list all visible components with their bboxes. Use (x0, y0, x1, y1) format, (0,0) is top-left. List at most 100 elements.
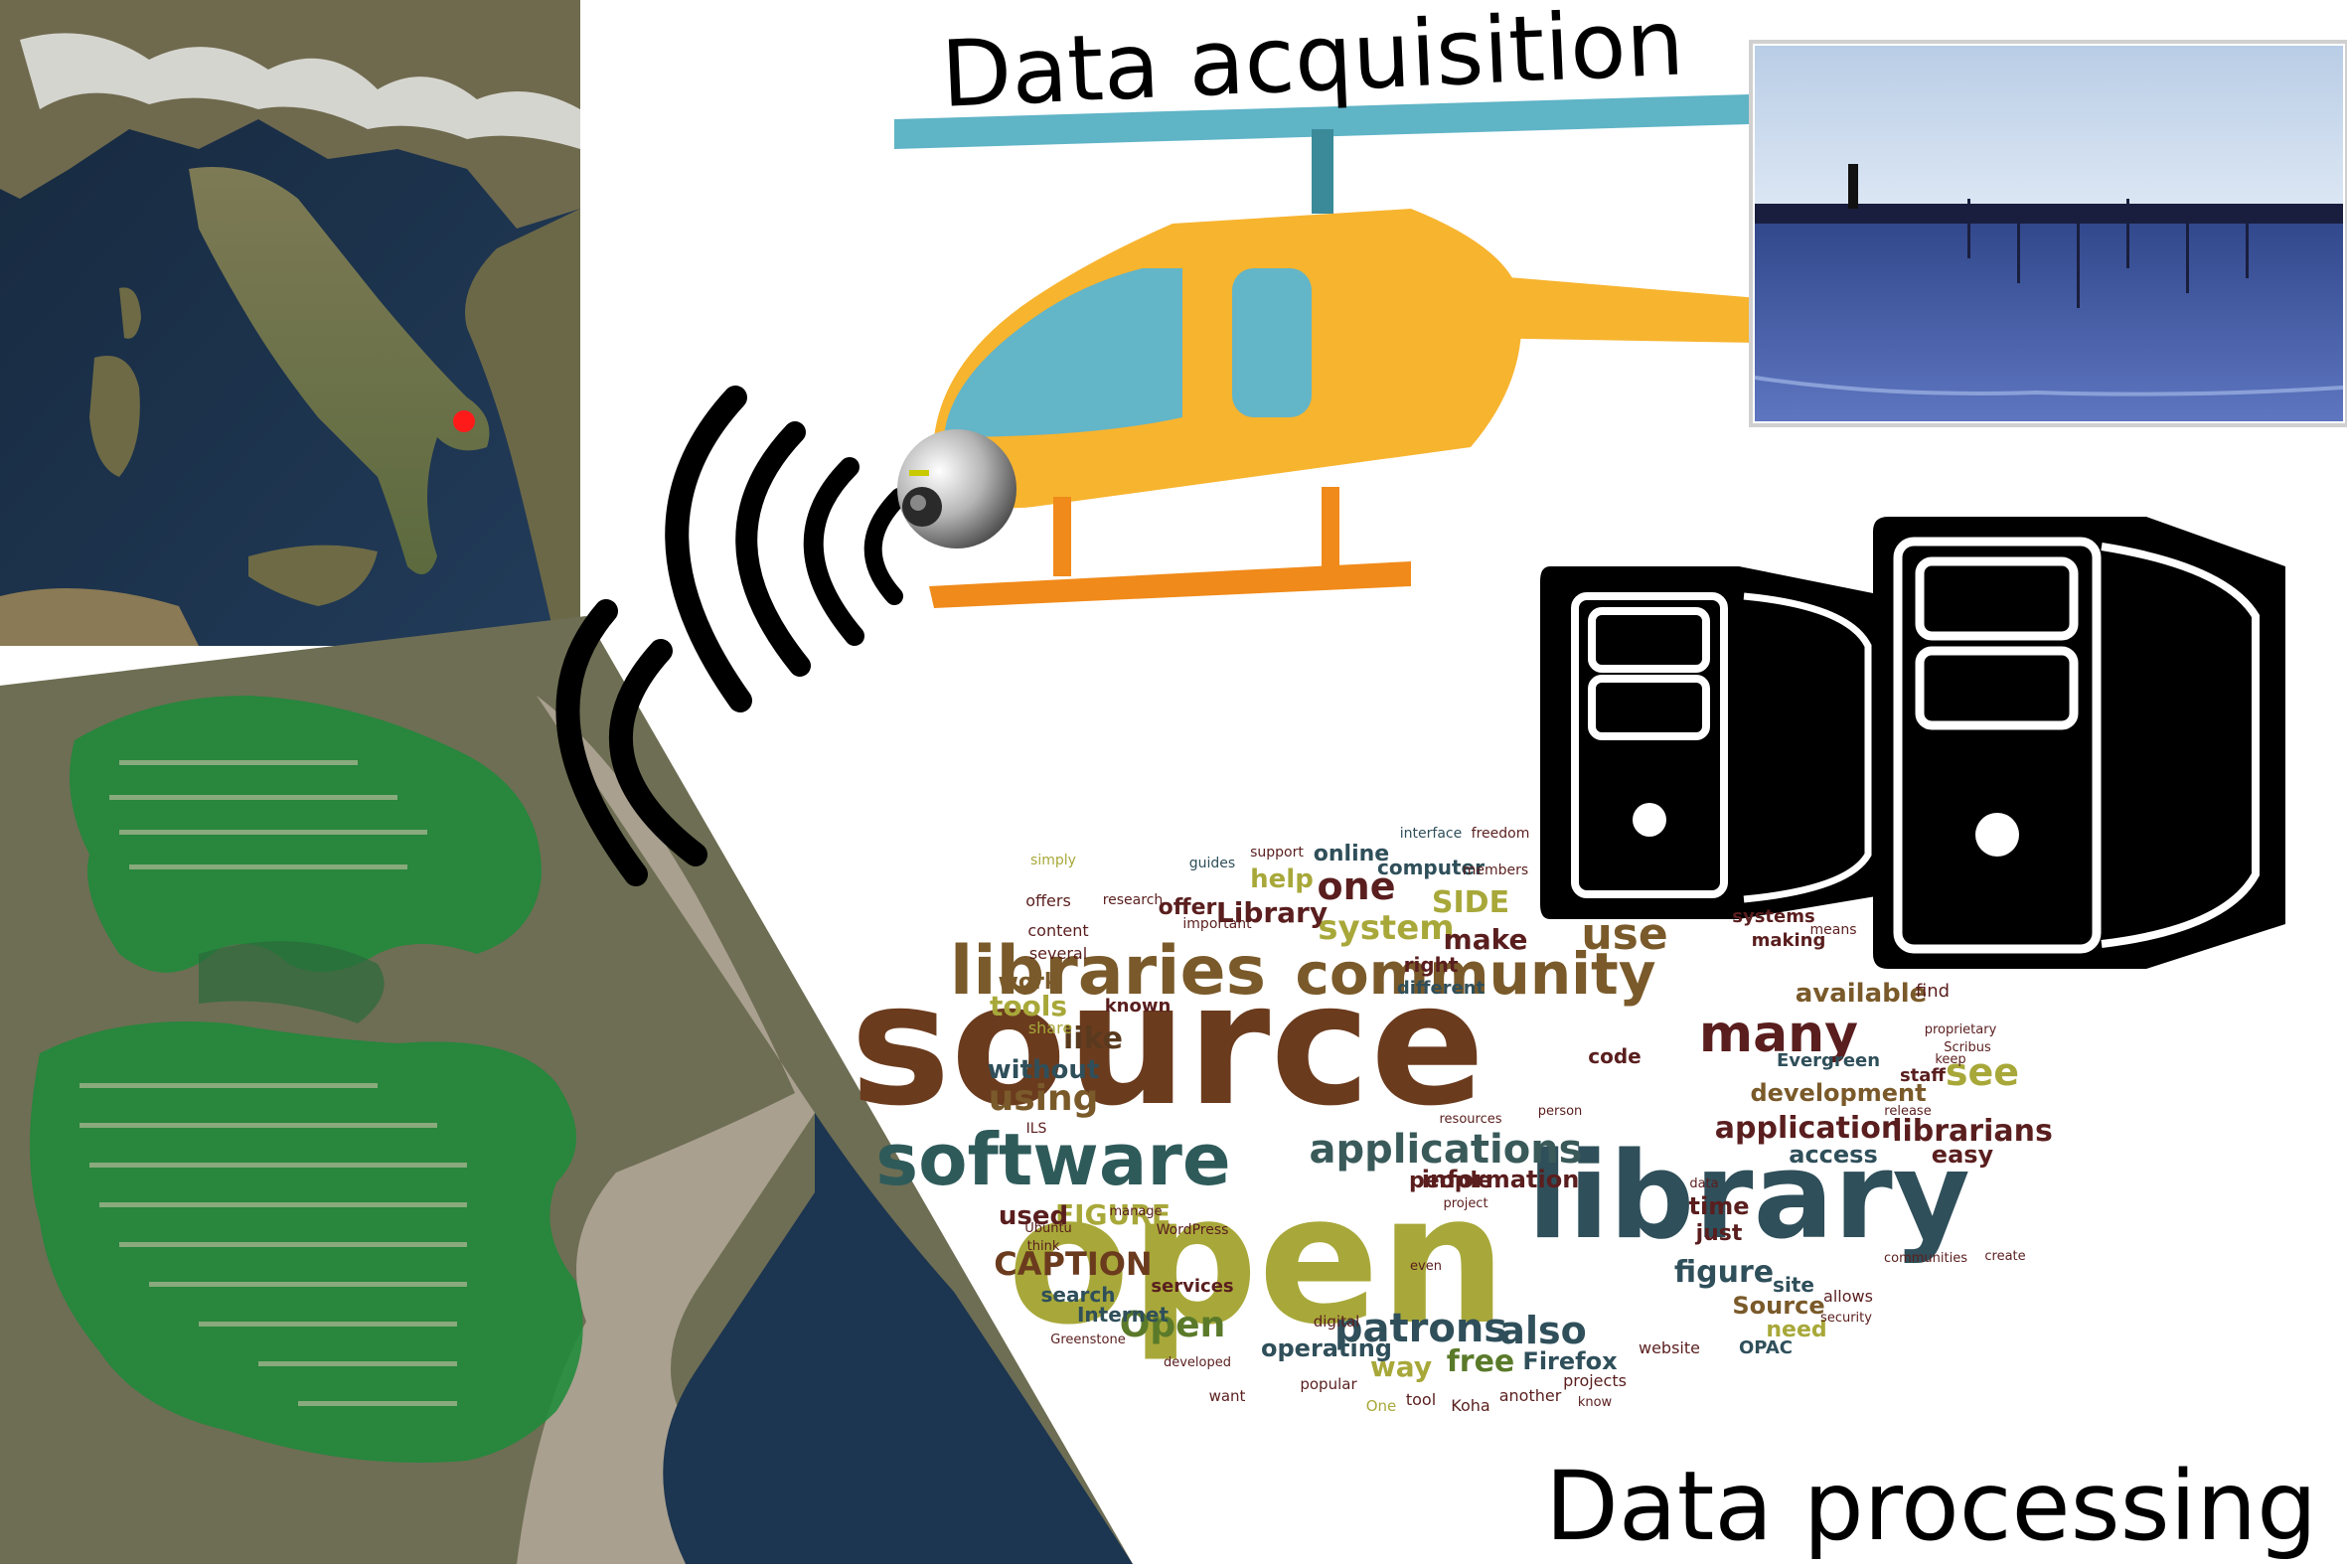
word-cloud-word: person (1538, 1104, 1583, 1119)
word-cloud-word: time (1689, 1192, 1750, 1220)
sardinia (89, 356, 140, 477)
word-cloud-word: applications (1310, 1127, 1583, 1173)
lagoon-channel (199, 941, 385, 1023)
word-cloud-word: content (1027, 921, 1088, 940)
word-cloud-word: interface (1400, 826, 1462, 842)
word-cloud-word: ILS (1026, 1121, 1047, 1137)
sat-sea (663, 1113, 1133, 1564)
word-cloud-word: people (1409, 1169, 1492, 1193)
word-cloud-word: create (1984, 1249, 2025, 1264)
word-cloud-word: community (1295, 940, 1655, 1008)
corsica (119, 287, 141, 339)
word-cloud-word: important (1182, 916, 1252, 932)
word-cloud-word: want (1209, 1387, 1246, 1405)
word-cloud-word: see (1946, 1050, 2019, 1094)
word-cloud-word: communities (1884, 1251, 1967, 1266)
side-window (1232, 268, 1312, 417)
word-cloud-word: patrons (1334, 1306, 1507, 1351)
word-cloud-word: help (1250, 864, 1314, 894)
word-cloud-word: one (1318, 864, 1396, 908)
word-cloud-word: tools (990, 990, 1067, 1022)
word-cloud-word: offer (1159, 895, 1217, 920)
word-cloud-word: keep (1935, 1052, 1965, 1067)
word-cloud-word: librarians (1892, 1114, 2053, 1149)
word-cloud-word: different (1397, 978, 1486, 999)
word-cloud-word: project (1443, 1196, 1487, 1211)
word-cloud-word: find (1916, 981, 1950, 1002)
data-processing-label: Data processing (1545, 1451, 2318, 1562)
word-cloud-word: members (1463, 862, 1528, 878)
word-cloud-word: free (1447, 1344, 1515, 1379)
word-cloud-word: know (1578, 1395, 1613, 1410)
word-cloud-word: application (1715, 1111, 1902, 1146)
word-cloud-word: using (989, 1078, 1099, 1119)
word-cloud-word: services (1151, 1276, 1233, 1297)
skid-strut-front (1053, 497, 1071, 576)
word-cloud-word: Firefox (1522, 1347, 1618, 1375)
word-cloud-word: website (1639, 1338, 1700, 1357)
italy-peninsula (189, 167, 490, 574)
rotor-mast (1312, 129, 1333, 214)
word-cloud-word: several (1029, 944, 1087, 963)
word-cloud-word: libraries (950, 932, 1266, 1011)
word-cloud-word: operating (1261, 1334, 1392, 1362)
word-cloud-word: OPAC (1739, 1337, 1793, 1358)
word-cloud-word: FIGURE (1055, 1198, 1171, 1231)
word-cloud-word: computer (1377, 856, 1485, 879)
word-cloud-word: right (1404, 953, 1459, 977)
word-cloud-word: access (1789, 1141, 1878, 1169)
location-dot (453, 410, 475, 432)
word-cloud-word: resources (1439, 1112, 1501, 1127)
word-cloud-word: offers (1025, 891, 1071, 910)
word-cloud-word: support (1250, 845, 1304, 861)
helicopter-icon (894, 94, 1823, 608)
word-cloud-word: make (1444, 923, 1528, 956)
skid-strut-rear (1322, 487, 1339, 576)
word-cloud-word: popular (1300, 1375, 1357, 1393)
italy-map (0, 0, 580, 646)
word-cloud-word: CAPTION (994, 1245, 1152, 1283)
word-cloud-word: staff (1900, 1065, 1946, 1086)
word-cloud-word: data (1689, 1176, 1718, 1191)
word-cloud-word: way (1370, 1350, 1432, 1383)
word-cloud-word: library (1527, 1128, 1970, 1266)
word-cloud-word: Source (1732, 1292, 1824, 1320)
word-cloud-word: share (1028, 1019, 1072, 1037)
word-cloud-word: means (1810, 922, 1857, 938)
word-cloud-word: system (1318, 908, 1454, 948)
word-cloud-word: making (1752, 930, 1826, 951)
word-cloud-word: just (1695, 1221, 1743, 1246)
sicily (248, 545, 378, 606)
word-cloud-word: like (1063, 1021, 1123, 1056)
word-cloud-word: SIDE (1432, 885, 1509, 920)
word-cloud-word: digital (1314, 1313, 1360, 1331)
word-cloud-word: also (1499, 1309, 1586, 1352)
word-cloud-word: security (1820, 1311, 1872, 1326)
word-cloud-word: manage (1109, 1204, 1162, 1219)
word-cloud-word: Library (1216, 896, 1328, 929)
word-cloud-word: developed (1164, 1355, 1231, 1370)
word-cloud-word: systems (1732, 906, 1814, 927)
word-cloud-word: figure (1674, 1255, 1774, 1290)
tail-boom (1461, 273, 1759, 343)
cockpit-window (944, 268, 1182, 437)
north-africa (0, 588, 199, 646)
word-cloud-word: freedom (1472, 826, 1530, 842)
word-cloud-word: simply (1030, 853, 1076, 868)
word-cloud-word: WordPress (1157, 1222, 1229, 1238)
photo-icon (1749, 40, 2347, 427)
word-cloud-word: available (1796, 979, 1928, 1009)
balkan-coast (465, 209, 580, 646)
word-cloud-word: without (988, 1055, 1100, 1085)
word-cloud-word: another (1499, 1386, 1562, 1405)
word-cloud-word: think (1027, 1239, 1060, 1254)
word-cloud-word: code (1588, 1044, 1641, 1068)
word-cloud-word: projects (1563, 1371, 1627, 1390)
word-cloud-word: source (851, 947, 1486, 1144)
word-cloud-word: guides (1189, 856, 1235, 871)
word-cloud-word: Greenstone (1050, 1333, 1125, 1347)
word-cloud-word: use (1581, 909, 1667, 960)
